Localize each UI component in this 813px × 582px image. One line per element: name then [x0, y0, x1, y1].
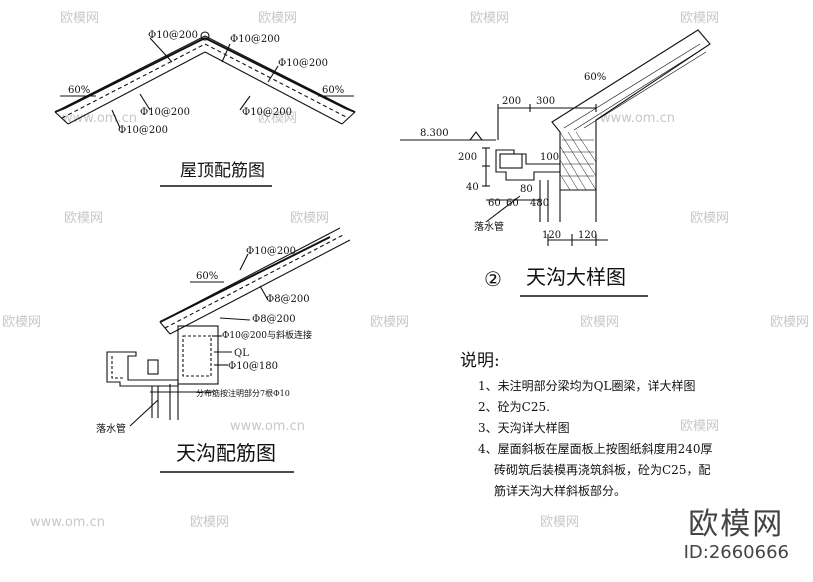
gutter-rebar-drawing — [106, 227, 351, 427]
watermark-text: 欧模网 — [580, 315, 619, 330]
watermark-text: 欧模网 — [540, 515, 579, 530]
watermark-text: 欧模网 — [258, 111, 297, 126]
watermark-text: 欧模网 — [60, 11, 99, 26]
watermark-text: 欧模网 — [680, 419, 719, 434]
watermark-text: 欧模网 — [190, 515, 229, 530]
gutter-rebar-180-label: Φ10@180 — [228, 361, 278, 372]
watermark-text: 欧模网 — [690, 211, 729, 226]
note-item: 3、天沟详大样图 — [478, 420, 570, 435]
brand-name: 欧模网 — [688, 507, 785, 542]
detail-dim-60a: 60 — [488, 198, 501, 209]
roof-rebar-left-lower-label: Φ10@200 — [140, 107, 190, 118]
roof-rebar-left-bottom-label: Φ10@200 — [118, 125, 168, 136]
detail-dim-200: 200 — [502, 96, 521, 107]
note-item: 筋详天沟大样斜板部分。 — [494, 483, 626, 498]
detail-downpipe-label: 落水管 — [474, 220, 504, 233]
roof-rebar-right-upper-label: Φ10@200 — [278, 58, 328, 69]
detail-dim-120a: 120 — [542, 230, 561, 241]
watermark-text: www.om.cn — [62, 111, 137, 126]
note-item: 砖砌筑后装模再浇筑斜板，砼为C25，配 — [494, 462, 710, 477]
watermark-text: 欧模网 — [64, 211, 103, 226]
roof-slope-left-label: 60% — [68, 85, 90, 96]
detail-dim-80: 80 — [520, 184, 533, 195]
brand-mark: 欧模网 ID:2660666 — [684, 508, 789, 564]
notes-heading: 说明: — [460, 351, 500, 371]
detail-dim-60b: 60 — [506, 198, 519, 209]
gutter-rebar-8-upper-label: Φ8@200 — [266, 294, 310, 305]
brand-id: ID:2660666 — [683, 542, 789, 563]
watermark-text: 欧模网 — [370, 315, 409, 330]
detail-dim-480: 480 — [530, 198, 549, 209]
gutter-downpipe-label: 落水管 — [96, 422, 126, 435]
detail-dim-200v: 200 — [458, 152, 477, 163]
detail-title: 天沟大样图 — [526, 265, 626, 289]
detail-elevation-label: 8.300 — [420, 128, 449, 139]
gutter-rebar-top-label: Φ10@200 — [246, 246, 296, 257]
roof-rebar-top-left-label: Φ10@200 — [148, 30, 198, 41]
note-item: 2、砼为C25. — [478, 400, 550, 414]
roof-rebar-drawing — [54, 31, 356, 129]
watermark-text: 欧模网 — [258, 11, 297, 26]
detail-dim-300: 300 — [536, 96, 555, 107]
gutter-ql-label: QL — [234, 348, 249, 359]
roof-drawing-title: 屋顶配筋图 — [180, 161, 265, 181]
detail-dim-120b: 120 — [578, 230, 597, 241]
gutter-distribution-label: 分布筋按注明部分7根Φ10 — [196, 388, 290, 398]
roof-slope-right-label: 60% — [322, 85, 344, 96]
detail-slope-label: 60% — [584, 72, 606, 83]
watermark-text: 欧模网 — [770, 315, 809, 330]
roof-rebar-top-right-label: Φ10@200 — [230, 34, 280, 45]
gutter-rebar-link-label: Φ10@200与斜板连接 — [222, 329, 312, 341]
roof-rebar-right-lower-label: Φ10@200 — [242, 107, 292, 118]
watermark-text: 欧模网 — [2, 315, 41, 330]
gutter-slope-label: 60% — [196, 271, 218, 282]
watermark-text: www.om.cn — [600, 111, 675, 126]
watermark-text: www.om.cn — [230, 419, 305, 434]
watermark-text: 欧模网 — [290, 211, 329, 226]
watermark-text: www.om.cn — [30, 515, 105, 530]
detail-dim-100: 100 — [540, 152, 559, 163]
gutter-detail-drawing — [400, 29, 711, 246]
detail-number: ② — [484, 267, 502, 291]
gutter-rebar-title: 天沟配筋图 — [176, 441, 276, 465]
detail-dim-40: 40 — [466, 182, 479, 193]
watermark-layer: 欧模网 欧模网 欧模网 欧模网 www.om.cn 欧模网 www.om.cn … — [2, 11, 809, 530]
note-item: 1、未注明部分梁均为QL圈梁，详大样图 — [478, 378, 695, 393]
note-item: 4、屋面斜板在屋面板上按图纸斜度用240厚 — [478, 441, 713, 456]
gutter-rebar-8-lower-label: Φ8@200 — [252, 314, 296, 325]
watermark-text: 欧模网 — [470, 11, 509, 26]
watermark-text: 欧模网 — [680, 11, 719, 26]
